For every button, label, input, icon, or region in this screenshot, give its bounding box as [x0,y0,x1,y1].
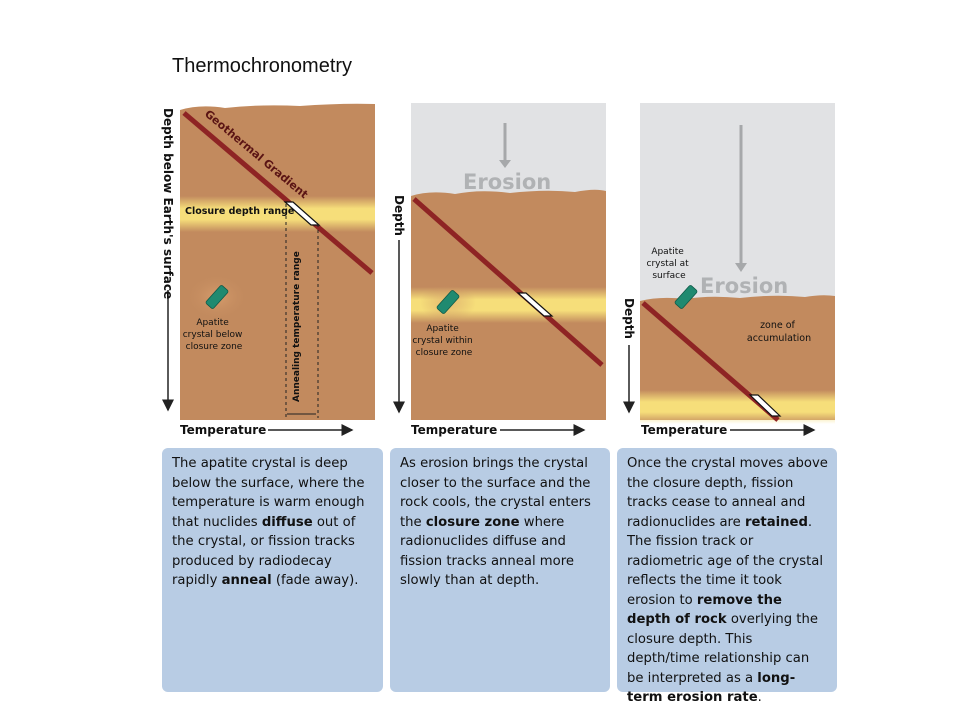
caption-text: (fade away). [271,573,359,588]
erosion-arrow-head [499,160,511,168]
crystal-label: Apatite crystal at surface [647,247,692,281]
caption-emphasis: long-term erosion rate [627,670,796,706]
caption-text: out of the crystal, or fission tracks pr… [172,514,356,589]
panel-2: Erosion Depth Apatite crystal within clo… [392,103,606,437]
caption-box-1: The apatite crystal is deep below the su… [162,448,383,692]
panel-3: Erosion Depth Apatite crystal at surface… [622,103,835,437]
closure-depth-label: Closure depth range [185,206,294,217]
temperature-axis-label: Temperature [411,423,497,437]
erosion-label: Erosion [463,170,551,194]
caption-emphasis: closure zone [425,514,520,530]
crystal-label-line: crystal at [647,259,690,269]
caption-box-3: Once the crystal moves above the closure… [617,448,837,705]
gradient-segment-box [516,292,554,317]
crystal-label: Apatite crystal within closure zone [412,324,475,358]
caption-emphasis: retained [744,514,808,530]
caption-text: The apatite crystal is deep below the su… [172,456,365,530]
closure-band [180,196,375,232]
crystal-label-line: Apatite [651,247,684,257]
apatite-crystal [674,285,698,309]
rock-body [180,103,375,420]
temperature-axis-label: Temperature [641,423,727,437]
depth-axis-label: Depth [622,298,636,339]
caption-text: overlying the closure depth. This depth/… [627,612,818,686]
geothermal-gradient-line [182,111,374,275]
crystal-label-line: Apatite [426,324,459,334]
crystal-label-line: Apatite [196,318,229,328]
rock-body [640,295,835,420]
crystal-label-line: crystal within [412,336,472,346]
erosion-label: Erosion [700,274,788,298]
caption-text: Once the crystal moves above the closure… [627,456,828,530]
geothermal-gradient-line [412,197,604,367]
crystal-label-line: crystal below [183,330,243,340]
gradient-segment-box [748,394,782,417]
zone-label-line: accumulation [747,333,811,344]
crystal-label: Apatite crystal below closure zone [183,318,246,352]
erosion-arrow-head [735,263,747,272]
caption-emphasis: diffuse [261,514,313,530]
annealing-range-label: Annealing temperature range [292,251,302,402]
caption-text: . The fission track or radiometric age o… [627,514,824,608]
caption-text: . [757,690,762,705]
depth-axis-label: Depth below Earth's surface [161,108,175,299]
crystal-label-line: closure zone [186,342,243,352]
apatite-crystal [205,285,229,309]
temperature-axis-label: Temperature [180,423,266,437]
crystal-label-line: closure zone [416,348,473,358]
slide-title: Thermochronometry [172,55,353,77]
zone-label-line: zone of [760,320,795,331]
caption-emphasis: remove the depth of rock [627,592,782,628]
caption-text: where radionuclides diffuse and fission … [400,514,574,589]
crystal-label-line: surface [652,271,686,281]
caption-box-2: As erosion brings the crystal closer to … [390,448,610,692]
apatite-crystal [436,290,460,314]
depth-axis-label: Depth [392,195,406,236]
closure-band [640,390,835,424]
gradient-segment-box [283,201,321,226]
caption-text: As erosion brings the crystal closer to … [400,456,591,530]
zone-label: zone of accumulation [747,320,811,344]
caption-emphasis: anneal [221,573,272,588]
panel-1: Depth below Earth's surface Geothermal G… [161,103,375,437]
